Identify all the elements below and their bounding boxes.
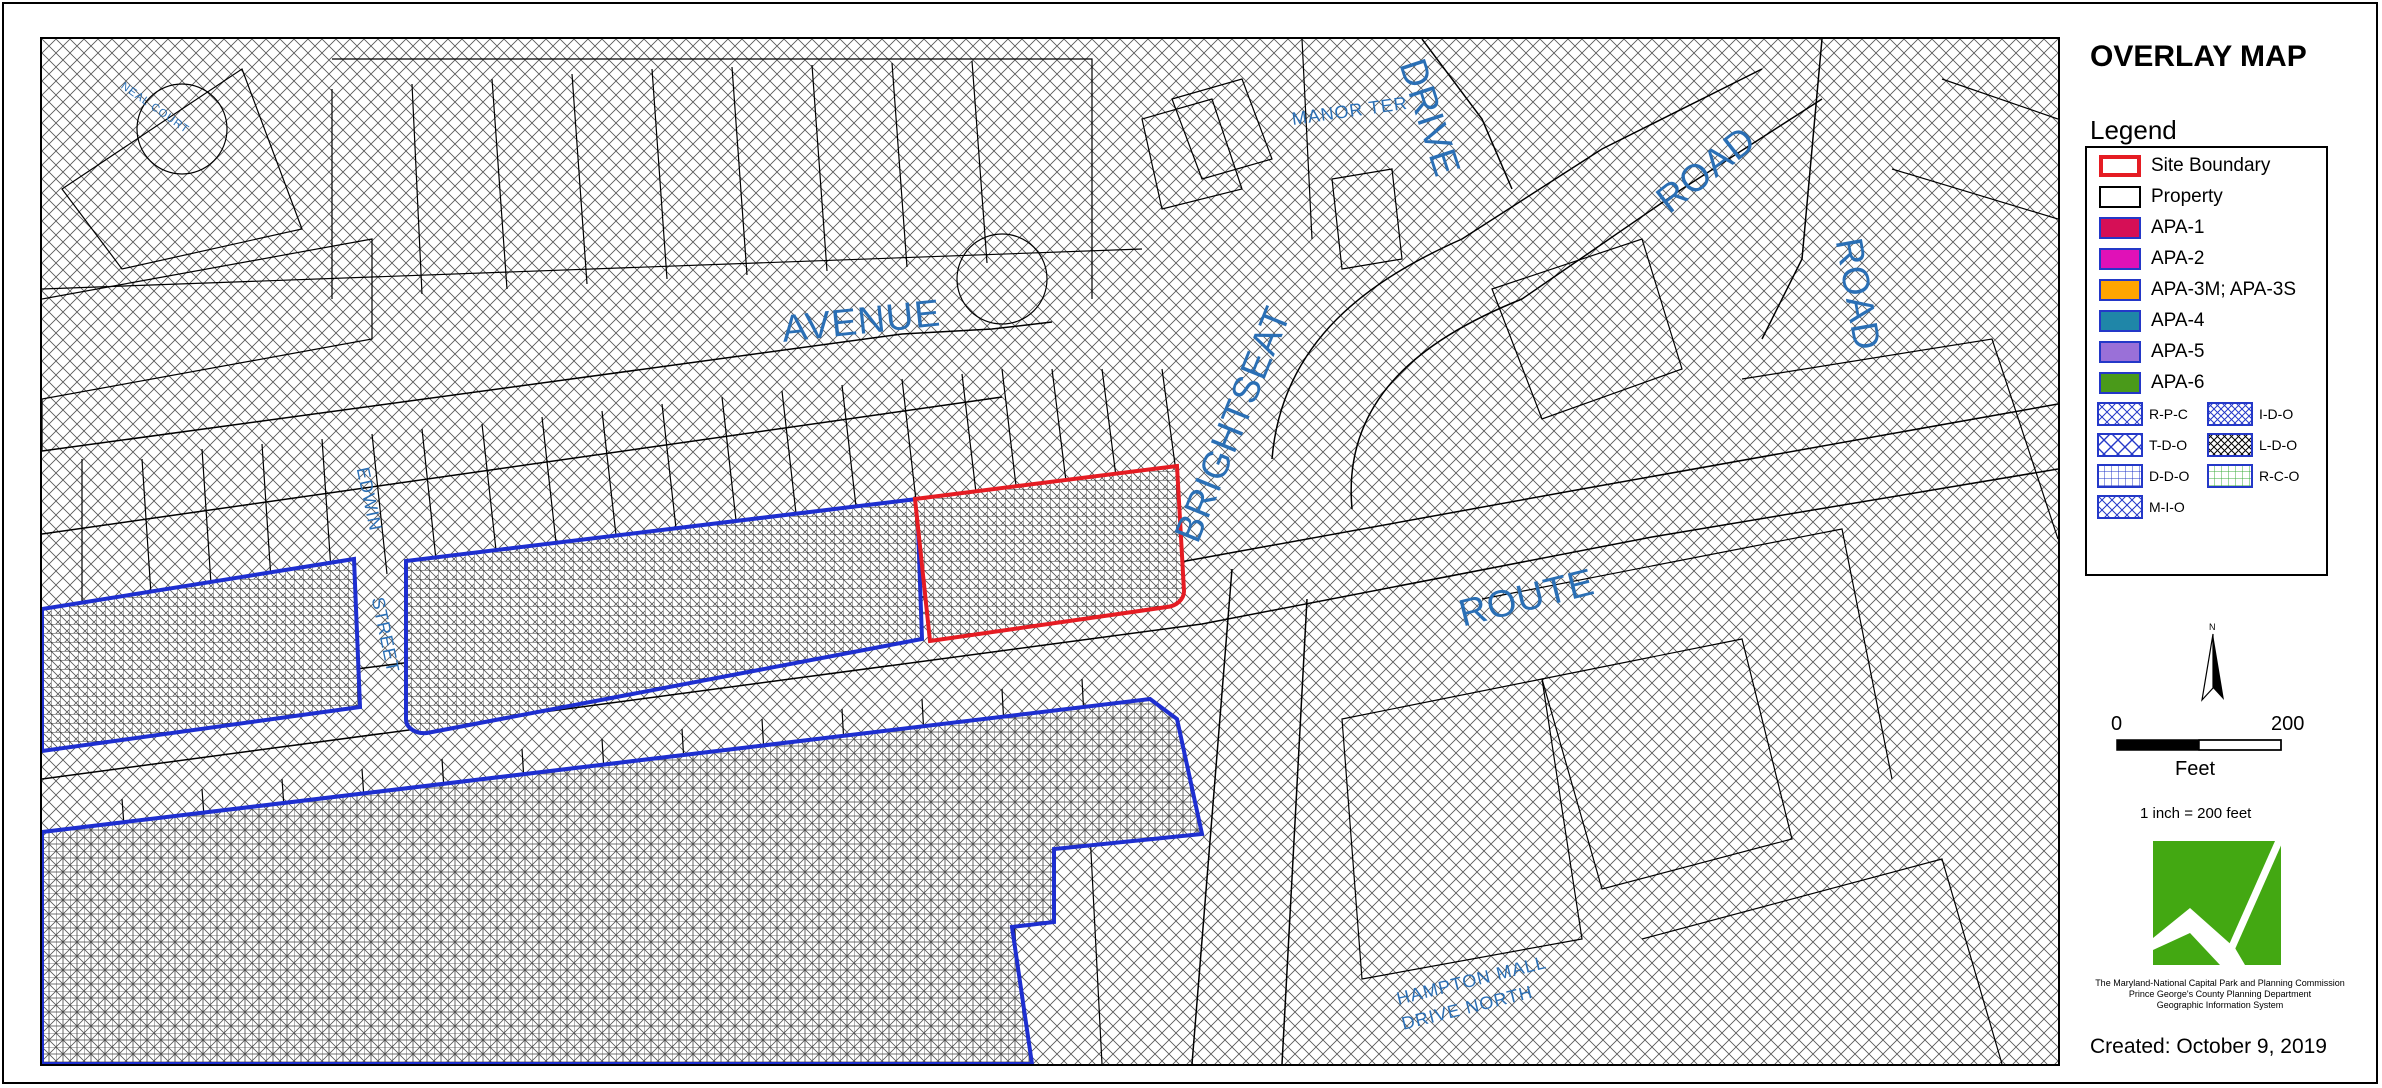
legend-swatch <box>2099 279 2141 301</box>
legend-label: R-P-C <box>2149 406 2188 422</box>
legend-title: Legend <box>2090 115 2177 145</box>
scale-zero: 0 <box>2111 713 2123 735</box>
legend-item-apa-4: APA-4 <box>2099 307 2205 335</box>
scale-bar <box>2116 739 2282 751</box>
legend-label: T-D-O <box>2149 437 2188 453</box>
legend-item-i-d-o: I-D-O <box>2207 400 2293 428</box>
created-date: Created: October 9, 2019 <box>2090 1035 2327 1058</box>
north-arrow-icon: N <box>2198 620 2228 710</box>
organization-credit: The Maryland-National Capital Park and P… <box>2070 978 2370 1011</box>
legend-pattern-swatch <box>2207 402 2253 426</box>
site-boundary[interactable] <box>912 463 1187 644</box>
scale-ratio: 1 inch = 200 feet <box>2140 805 2252 822</box>
map-sidebar: OVERLAY MAP Legend Site Boundary Propert… <box>2075 40 2375 1060</box>
overlay-zone-south <box>42 696 1205 1064</box>
scale-max: 200 <box>2271 713 2305 735</box>
legend-label: R-C-O <box>2259 468 2300 484</box>
legend-pattern-swatch <box>2097 402 2143 426</box>
overlay-zone-center <box>404 496 925 736</box>
legend-pattern-swatch <box>2207 464 2253 488</box>
legend-label: APA-2 <box>2151 248 2205 269</box>
map-title: OVERLAY MAP <box>2090 40 2307 73</box>
legend-pattern-swatch <box>2097 464 2143 488</box>
legend-label: I-D-O <box>2259 406 2294 422</box>
overlay-zones <box>42 496 1205 1064</box>
legend-pattern-swatch <box>2097 495 2143 519</box>
legend-label: Site Boundary <box>2151 155 2271 176</box>
org-line: The Maryland-National Capital Park and P… <box>2095 978 2345 988</box>
legend-swatch <box>2099 372 2141 394</box>
legend-item-t-d-o: T-D-O <box>2097 431 2187 459</box>
legend-item-property: Property <box>2099 183 2223 211</box>
legend-swatch <box>2099 310 2141 332</box>
legend-item-apa-3: APA-3M; APA-3S <box>2099 276 2296 304</box>
legend-pattern-swatch <box>2097 433 2143 457</box>
legend-label: APA-3M; APA-3S <box>2151 279 2297 300</box>
org-line: Geographic Information System <box>2156 1000 2284 1010</box>
legend-label: APA-6 <box>2151 372 2205 393</box>
legend-pattern-swatch <box>2207 433 2253 457</box>
legend-swatch <box>2099 217 2141 239</box>
legend-label: Property <box>2151 186 2223 207</box>
legend-item-apa-5: APA-5 <box>2099 338 2205 366</box>
overlay-zone-west <box>42 556 363 754</box>
legend-item-apa-6: APA-6 <box>2099 369 2205 397</box>
legend-item-apa-1: APA-1 <box>2099 214 2205 242</box>
legend-item-d-d-o: D-D-O <box>2097 462 2189 490</box>
legend-swatch <box>2099 186 2141 208</box>
legend-swatch <box>2099 341 2141 363</box>
legend-label: APA-4 <box>2151 310 2205 331</box>
legend-label: APA-5 <box>2151 341 2205 362</box>
legend-item-site-boundary: Site Boundary <box>2099 152 2270 180</box>
legend-swatch <box>2099 248 2141 270</box>
legend: Site Boundary Property APA-1 APA-2 APA-3… <box>2085 146 2328 576</box>
legend-label: M-I-O <box>2149 499 2185 515</box>
legend-item-m-i-o: M-I-O <box>2097 493 2185 521</box>
legend-item-apa-2: APA-2 <box>2099 245 2205 273</box>
mncppc-logo-icon <box>2150 838 2285 973</box>
legend-item-l-d-o: L-D-O <box>2207 431 2297 459</box>
legend-label: D-D-O <box>2149 468 2190 484</box>
legend-label: L-D-O <box>2259 437 2298 453</box>
org-line: Prince George's County Planning Departme… <box>2128 989 2312 999</box>
legend-item-r-c-o: R-C-O <box>2207 462 2299 490</box>
legend-label: APA-1 <box>2151 217 2205 238</box>
north-label: N <box>2209 622 2216 632</box>
map-canvas[interactable] <box>42 39 2058 1064</box>
legend-swatch <box>2099 155 2141 177</box>
scale-unit: Feet <box>2175 758 2216 780</box>
map-view[interactable]: AVENUE BRIGHTSEAT ROAD ROAD ROUTE DRIVE … <box>40 37 2060 1066</box>
legend-item-r-p-c: R-P-C <box>2097 400 2188 428</box>
